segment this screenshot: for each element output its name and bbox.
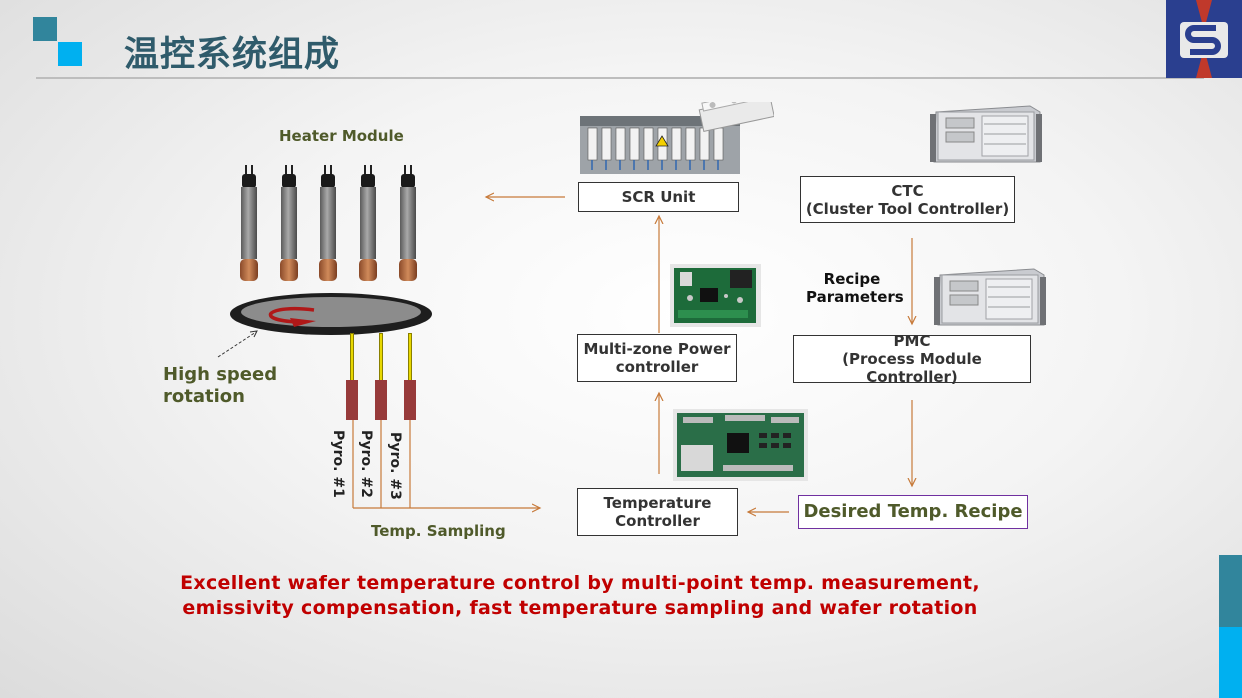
pmc-box: PMC (Process Module Controller) (793, 332, 1031, 386)
desired-recipe-box: Desired Temp. Recipe (798, 495, 1028, 529)
rotation-label: High speed rotation (163, 364, 278, 407)
edge-bar-blue (1219, 627, 1242, 698)
tagline-line-2: emissivity compensation, fast temperatur… (182, 597, 978, 619)
pmc-computer-photo (934, 268, 1046, 326)
heater-lamps-icon (240, 165, 417, 281)
brand-logo-icon (1166, 0, 1242, 78)
temp-controller-box: Temperature Controller (577, 488, 738, 536)
ctc-computer-photo (930, 105, 1042, 163)
ctc-box: CTC (Cluster Tool Controller) (800, 176, 1015, 223)
wafer-rotation-icon (230, 293, 432, 335)
scr-unit-box: SCR Unit (578, 182, 739, 212)
sampling-label: Temp. Sampling (371, 522, 506, 540)
title-divider (36, 77, 1204, 79)
scr-unit-photo (580, 102, 774, 174)
pyro-label-3: Pyro. #3 (387, 432, 403, 500)
tagline-line-1: Excellent wafer temperature control by m… (180, 572, 980, 594)
page-title: 温控系统组成 (124, 35, 341, 75)
logo-squares (33, 17, 85, 69)
power-controller-box: Multi-zone Power controller (577, 334, 737, 382)
pyro-label-2: Pyro. #2 (358, 430, 374, 498)
heater-module-label: Heater Module (279, 127, 404, 145)
pyro-label-1: Pyro. #1 (330, 430, 346, 498)
recipe-params-label: Recipe Parameters (806, 270, 904, 306)
power-board-photo (670, 264, 761, 327)
pyrometer-probes (344, 333, 424, 423)
edge-bar-teal (1219, 555, 1242, 627)
temp-board-photo (673, 409, 808, 481)
